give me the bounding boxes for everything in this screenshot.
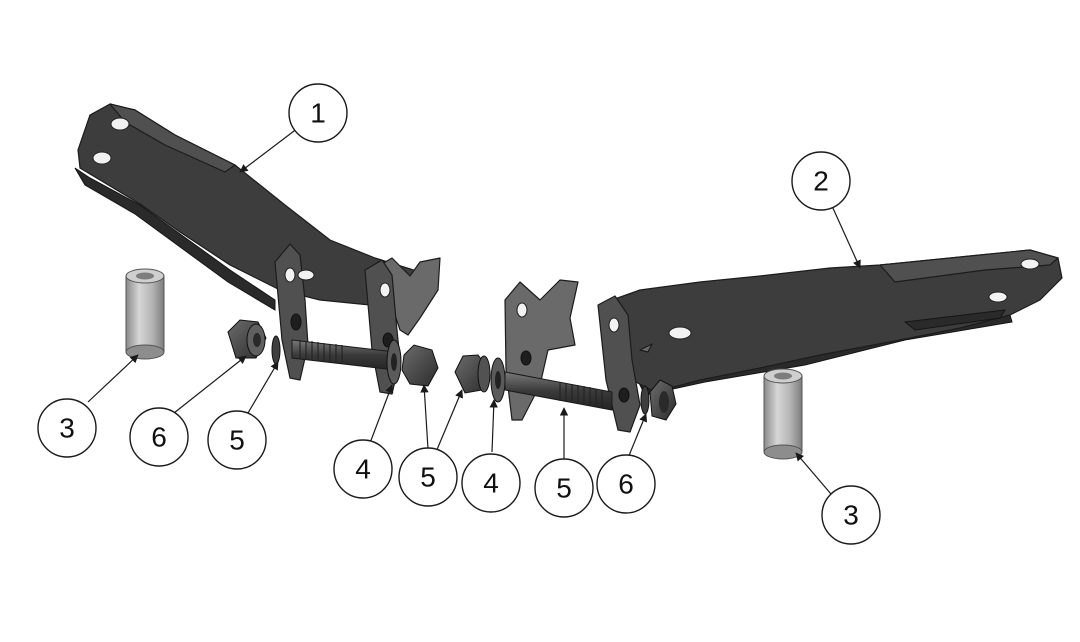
callout-1: 1 (288, 83, 348, 143)
callout-3-left-label: 3 (59, 413, 75, 444)
callout-6-right: 6 (596, 454, 656, 514)
callout-4-right: 4 (461, 453, 521, 513)
right-hardware (454, 354, 677, 421)
spacer-left (125, 268, 165, 360)
callout-3-right-label: 3 (843, 500, 859, 531)
spacer-right (763, 368, 803, 460)
callout-6-right-label: 6 (618, 469, 634, 500)
callout-5-left: 5 (207, 410, 267, 470)
left-bolt-thread (299, 340, 343, 364)
callout-5-right: 5 (534, 458, 594, 518)
callout-4-right-label: 4 (483, 468, 499, 499)
callout-4-left-label: 4 (355, 454, 371, 485)
left-hardware (227, 319, 439, 387)
callout-6-left-label: 6 (151, 422, 167, 453)
callout-6-left: 6 (129, 407, 189, 467)
right-bolt-thread (559, 382, 603, 408)
callout-3-left: 3 (37, 398, 97, 458)
callout-5-right-label: 5 (556, 473, 572, 504)
leader-lines (87, 127, 861, 495)
callout-5-center: 5 (398, 447, 458, 507)
left-bracket (74, 103, 441, 395)
callout-5-left-label: 5 (229, 425, 245, 456)
callout-5-center-label: 5 (420, 462, 436, 493)
callout-2: 2 (791, 151, 851, 211)
callout-1-label: 1 (310, 98, 326, 129)
callout-3-right: 3 (821, 485, 881, 545)
callout-4-left: 4 (333, 439, 393, 499)
callout-2-label: 2 (813, 166, 829, 197)
